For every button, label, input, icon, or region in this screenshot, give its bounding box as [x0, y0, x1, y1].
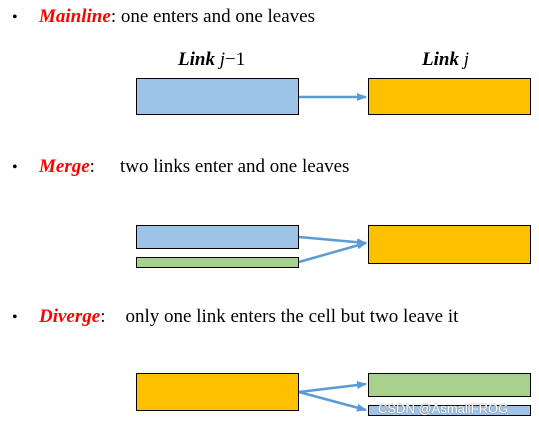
merge-description: two links enter and one leaves: [119, 156, 350, 177]
mainline-heading: • Mainline: one enters and one leaves: [12, 6, 315, 29]
diverge-description: only one link enters the cell but two le…: [125, 306, 459, 327]
merge-main-flow-arrow: [298, 235, 367, 247]
link-word: Link: [178, 49, 215, 70]
merge-upstream-main-link-box: [136, 225, 299, 249]
diverge-upstream-link-box: [136, 373, 299, 411]
diverge-ramp-flow-arrow: [298, 381, 367, 394]
diverge-main-flow-arrow: [298, 390, 367, 412]
bullet-icon: •: [12, 309, 18, 326]
link-word: Link: [422, 49, 459, 70]
merge-colon: :: [89, 156, 95, 177]
mainline-description: : one enters and one leaves: [110, 6, 315, 27]
merge-ramp-flow-arrow: [298, 241, 367, 264]
merge-heading: • Merge: two links enter and one leaves: [12, 156, 349, 179]
merge-upstream-ramp-link-box: [136, 257, 299, 268]
link-j-label: Link j: [422, 49, 469, 71]
mainline-term: Mainline: [39, 6, 111, 27]
merge-term: Merge: [39, 156, 90, 177]
csdn-watermark: CSDN @AsmallFROG: [378, 401, 509, 416]
link-j-minus-1-label: Link j−1: [178, 49, 245, 71]
bullet-icon: •: [12, 9, 18, 26]
merge-downstream-link-box: [368, 225, 531, 264]
diverge-colon: :: [100, 306, 106, 327]
diverge-downstream-main-link-box: [368, 405, 531, 416]
diverge-downstream-ramp-link-box: [368, 373, 531, 397]
link-index-number: 1: [235, 49, 246, 70]
mainline-downstream-link-box: [368, 78, 531, 115]
link-index-operator: −: [224, 49, 236, 70]
link-index-variable: j: [463, 49, 469, 70]
link-index-variable: j: [219, 49, 225, 70]
mainline-upstream-link-box: [136, 78, 299, 115]
bullet-icon: •: [12, 159, 18, 176]
diverge-heading: • Diverge: only one link enters the cell b…: [12, 306, 458, 329]
diverge-term: Diverge: [39, 306, 101, 327]
